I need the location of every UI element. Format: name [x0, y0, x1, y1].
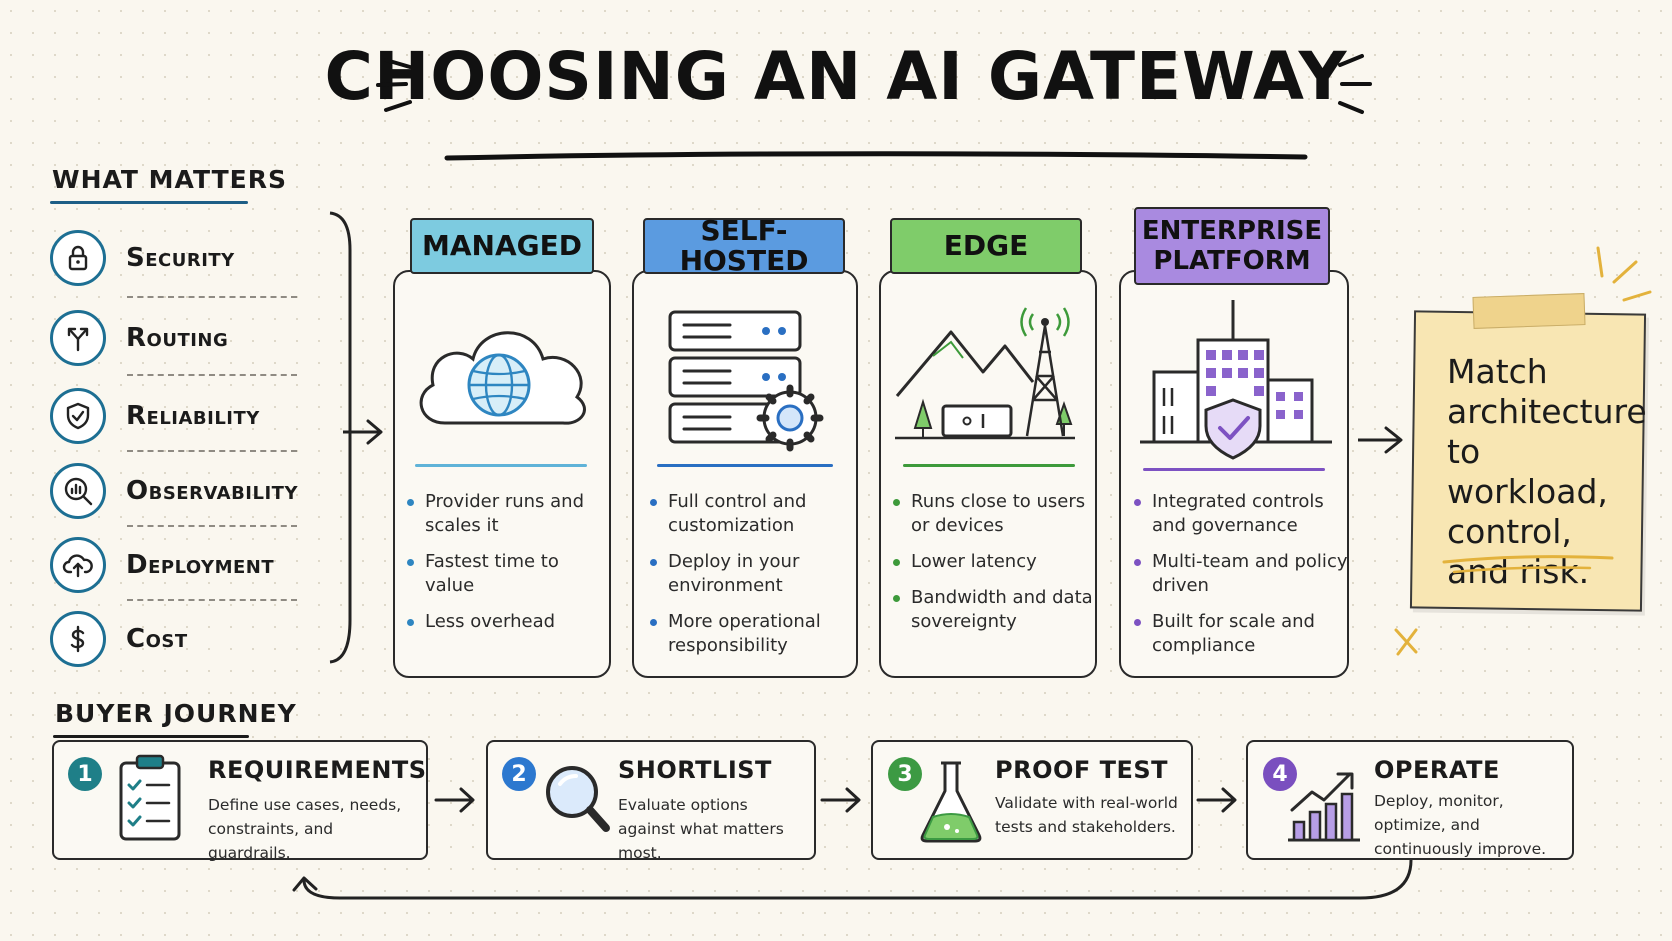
- column-divider: [415, 464, 587, 467]
- step-description: Define use cases, needs, constraints, an…: [208, 796, 402, 862]
- matter-cost: Cost: [50, 607, 300, 671]
- dollar-icon: [50, 611, 106, 667]
- column-bullets-edge: Runs close to users or devices Lower lat…: [889, 490, 1094, 646]
- what-matters-underline: [50, 201, 248, 204]
- column-divider: [903, 464, 1075, 467]
- column-bullets-enterprise-platform: Integrated controls and governance Multi…: [1130, 490, 1348, 670]
- list-item: Fastest time to value: [403, 550, 603, 598]
- step-title: OPERATE: [1374, 756, 1500, 784]
- step-number-badge: 4: [1263, 757, 1297, 791]
- lock-icon: [50, 230, 106, 286]
- cloud-upload-icon: [50, 537, 106, 593]
- divider: [127, 525, 297, 527]
- matter-label-deployment: Deployment: [126, 550, 275, 580]
- matter-label-observability: Observability: [126, 476, 298, 506]
- step-title: PROOF TEST: [995, 756, 1169, 784]
- step-description: Evaluate options against what matters mo…: [618, 796, 784, 862]
- divider: [127, 450, 297, 452]
- list-item: Integrated controls and governance: [1130, 490, 1348, 538]
- tape: [1472, 293, 1586, 329]
- flask-icon: [920, 761, 982, 843]
- matter-reliability: Reliability: [50, 384, 300, 448]
- list-item: More operational responsibility: [646, 610, 856, 658]
- divider: [127, 599, 297, 601]
- server-gear-icon: [668, 310, 824, 452]
- step-description: Validate with real-world tests and stake…: [995, 794, 1178, 836]
- step-requirements: [52, 740, 428, 860]
- column-title-edge: EDGE: [890, 218, 1082, 274]
- step-number-badge: 1: [68, 757, 102, 791]
- column-bullets-managed: Provider runs and scales it Fastest time…: [403, 490, 603, 646]
- column-divider: [1143, 468, 1325, 471]
- note-underline: [1442, 555, 1614, 574]
- matter-label-reliability: Reliability: [126, 401, 260, 431]
- split-arrows-icon: [50, 310, 106, 366]
- list-item: Provider runs and scales it: [403, 490, 603, 538]
- buyer-journey-underline: [53, 735, 249, 738]
- step-description: Deploy, monitor, optimize, and continuou…: [1374, 792, 1547, 858]
- chart-magnifier-icon: [50, 463, 106, 519]
- divider: [127, 374, 297, 376]
- divider: [127, 296, 297, 298]
- list-item: Bandwidth and data sovereignty: [889, 586, 1094, 634]
- clipboard-checklist-icon: [119, 754, 181, 841]
- column-title-enterprise-platform: ENTERPRISE PLATFORM: [1134, 207, 1330, 285]
- column-bullets-self-hosted: Full control and customization Deploy in…: [646, 490, 856, 670]
- edge-tower-icon: [895, 307, 1075, 440]
- shield-check-icon: [50, 388, 106, 444]
- list-item: Multi-team and policy driven: [1130, 550, 1348, 598]
- list-item: Full control and customization: [646, 490, 856, 538]
- matter-observability: Observability: [50, 459, 300, 523]
- list-item: Built for scale and compliance: [1130, 610, 1348, 658]
- column-title-managed: MANAGED: [410, 218, 594, 274]
- matter-security: Security: [50, 226, 300, 290]
- buyer-journey-label: BUYER JOURNEY: [55, 699, 297, 728]
- list-item: Lower latency: [889, 550, 1094, 574]
- column-edge: [879, 270, 1097, 678]
- what-matters-label: WHAT MATTERS: [52, 165, 287, 194]
- matter-deployment: Deployment: [50, 533, 300, 597]
- cloud-globe-icon: [419, 331, 586, 425]
- step-title: REQUIREMENTS: [208, 756, 427, 784]
- step-shortlist: [486, 740, 816, 860]
- list-item: Deploy in your environment: [646, 550, 856, 598]
- list-item: Less overhead: [403, 610, 603, 634]
- column-divider: [657, 464, 833, 467]
- list-item: Runs close to users or devices: [889, 490, 1094, 538]
- page-title: CHOOSING AN AI GATEWAY: [324, 38, 1348, 115]
- matter-label-cost: Cost: [126, 624, 188, 654]
- enterprise-building-icon: [1140, 300, 1332, 460]
- step-title: SHORTLIST: [618, 756, 772, 784]
- step-number-badge: 3: [888, 757, 922, 791]
- matter-routing: Routing: [50, 306, 300, 370]
- matter-label-routing: Routing: [126, 323, 229, 353]
- step-number-badge: 2: [502, 757, 536, 791]
- magnifier-icon: [546, 766, 610, 832]
- note-text: Match architecture to workload, control,…: [1447, 352, 1647, 591]
- growth-chart-icon: [1288, 772, 1360, 842]
- matter-label-security: Security: [126, 243, 235, 273]
- column-title-self-hosted: SELF-HOSTED: [643, 216, 845, 276]
